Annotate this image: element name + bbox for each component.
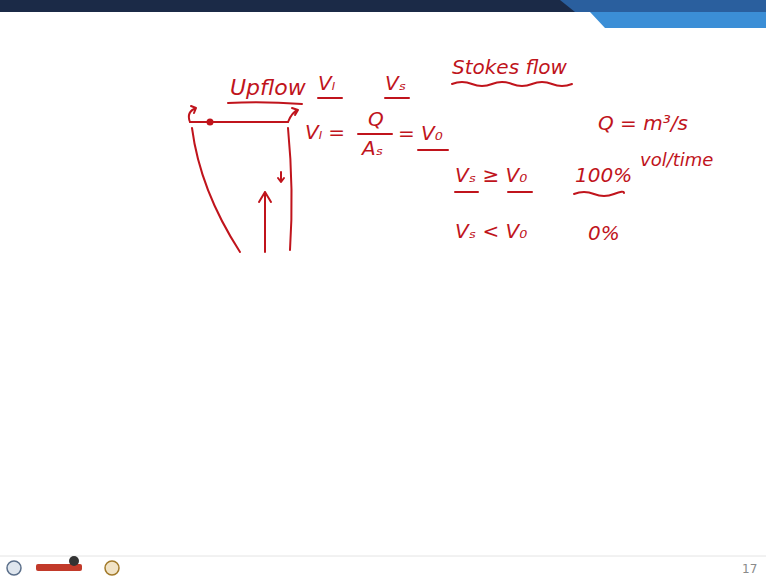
unit-note: Q = m³/s xyxy=(598,112,688,134)
logo-icon xyxy=(7,561,21,575)
equation-part: Vₗ = xyxy=(305,121,345,143)
heading: Upflow xyxy=(230,76,306,100)
underline xyxy=(508,191,532,193)
condition: Vₛ < V₀ xyxy=(455,220,527,242)
handwriting-strokes xyxy=(189,82,624,252)
symbol: Vₗ xyxy=(318,72,335,94)
underline xyxy=(228,102,302,104)
overflow-arrow xyxy=(288,108,298,122)
settling-mark xyxy=(278,172,284,182)
tank-wall xyxy=(192,128,240,252)
dot xyxy=(208,120,213,125)
footer-rule xyxy=(0,556,766,557)
percentage: 100% xyxy=(575,164,632,186)
note: Stokes flow xyxy=(452,56,567,78)
unit-note: vol/time xyxy=(640,150,713,170)
percentage: 0% xyxy=(588,222,620,244)
condition: Vₛ ≥ V₀ xyxy=(455,164,527,186)
overflow-arrow xyxy=(189,106,196,122)
symbol: Vₛ xyxy=(385,72,406,94)
top-accent-dark xyxy=(560,0,766,12)
top-band xyxy=(0,0,766,12)
tank-top xyxy=(190,121,288,123)
underline xyxy=(318,97,342,99)
squiggle xyxy=(574,192,624,196)
fraction-bar xyxy=(358,133,392,135)
page-number: 17 xyxy=(742,563,757,576)
underline xyxy=(455,191,478,193)
underline xyxy=(385,97,409,99)
wavy-underline xyxy=(452,82,572,86)
logo-icon xyxy=(69,556,79,566)
denominator: Aₛ xyxy=(362,137,383,159)
top-accent xyxy=(590,12,766,28)
numerator: Q xyxy=(368,108,384,130)
logo-icon xyxy=(105,561,119,575)
equation-part: = V₀ xyxy=(398,122,443,144)
tank-wall xyxy=(288,128,292,250)
upflow-arrow xyxy=(259,192,271,252)
underline xyxy=(418,149,448,151)
